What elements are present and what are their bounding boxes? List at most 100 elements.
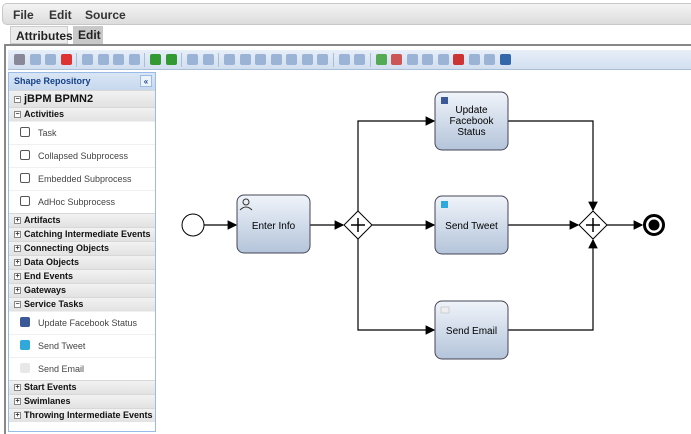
- group-label: jBPM BPMN2: [24, 93, 94, 105]
- group-jbpm[interactable]: −jBPM BPMN2: [9, 90, 155, 107]
- group-artifacts[interactable]: +Artifacts: [9, 213, 155, 227]
- group-label: Start Events: [24, 382, 77, 392]
- group-catching-intermediate-events[interactable]: +Catching Intermediate Events: [9, 227, 155, 241]
- twitter-icon: [441, 201, 448, 208]
- popout-icon[interactable]: [437, 54, 449, 65]
- toolbar: [8, 50, 691, 70]
- align-top-icon[interactable]: [255, 54, 266, 65]
- bring-forward-icon[interactable]: [97, 54, 109, 65]
- shape-service-task[interactable]: Send Email: [9, 357, 155, 380]
- facebook-icon: [441, 97, 448, 104]
- redo-icon[interactable]: [165, 54, 177, 65]
- align-middle-icon[interactable]: [239, 54, 251, 65]
- shape-label: AdHoc Subprocess: [38, 197, 116, 207]
- group-start-events[interactable]: +Start Events: [9, 380, 155, 394]
- tab-edit[interactable]: Edit: [73, 26, 103, 44]
- align-same-size-icon[interactable]: [317, 54, 328, 65]
- group-label: Activities: [24, 109, 65, 119]
- toolbar-separator: [181, 53, 182, 67]
- zoom-standard-icon[interactable]: [406, 54, 418, 65]
- shape-task[interactable]: Task: [9, 121, 155, 144]
- group-throwing-intermediate-events[interactable]: +Throwing Intermediate Events: [9, 408, 155, 422]
- task-label: Enter Info: [252, 221, 296, 232]
- zoom-fit-icon[interactable]: [422, 54, 433, 65]
- toolbar-separator: [369, 53, 371, 67]
- shape-label: Collapsed Subprocess: [38, 151, 129, 161]
- remove-docker-icon[interactable]: [202, 54, 214, 65]
- task-send-tweet[interactable]: Send Tweet: [434, 195, 509, 255]
- group-service-tasks[interactable]: −Service Tasks: [9, 297, 155, 311]
- align-bottom-icon[interactable]: [224, 54, 235, 65]
- menu-bar: File Edit Source: [2, 3, 691, 25]
- envelope-icon: [440, 306, 450, 314]
- task-icon: [20, 127, 30, 137]
- task-enter-info[interactable]: Enter Info: [236, 194, 311, 254]
- group-gateways[interactable]: +Gateways: [9, 283, 155, 297]
- export-png-icon[interactable]: [468, 54, 480, 65]
- group-label: Service Tasks: [24, 299, 84, 309]
- task-send-email[interactable]: Send Email: [434, 300, 509, 360]
- export-pdf-icon[interactable]: [453, 54, 464, 65]
- zoom-in-icon[interactable]: [375, 54, 387, 65]
- shape-adhoc-subprocess[interactable]: AdHoc Subprocess: [9, 190, 155, 213]
- group-activities[interactable]: −Activities: [9, 107, 155, 121]
- shape-service-task[interactable]: Update Facebook Status: [9, 311, 155, 334]
- group-data-objects[interactable]: +Data Objects: [9, 255, 155, 269]
- group-connecting-objects[interactable]: +Connecting Objects: [9, 241, 155, 255]
- adhoc-subprocess-icon: [20, 196, 30, 206]
- collapsed-subprocess-icon: [20, 150, 30, 160]
- cut-icon[interactable]: [14, 54, 25, 65]
- gateway-join[interactable]: [578, 210, 608, 240]
- group-label: Artifacts: [24, 215, 61, 225]
- shape-label: Send Email: [38, 364, 85, 374]
- add-docker-icon[interactable]: [187, 54, 198, 65]
- sequence-flows: [204, 116, 644, 335]
- send-backward-icon[interactable]: [113, 54, 124, 65]
- group-icon[interactable]: [338, 54, 350, 65]
- gateway-split[interactable]: [343, 210, 373, 240]
- info-icon[interactable]: [499, 54, 511, 65]
- shape-label: Update Facebook Status: [38, 318, 138, 328]
- group-label: End Events: [24, 271, 74, 281]
- copy-icon[interactable]: [29, 54, 41, 65]
- undo-icon[interactable]: [150, 54, 161, 65]
- tab-attributes[interactable]: Attributes: [10, 26, 73, 44]
- menu-file[interactable]: File: [13, 8, 34, 22]
- toolbar-separator: [218, 53, 219, 67]
- group-label: Gateways: [24, 285, 67, 295]
- ungroup-icon[interactable]: [354, 54, 365, 65]
- align-center-icon[interactable]: [286, 54, 297, 65]
- menu-edit[interactable]: Edit: [49, 8, 72, 22]
- paste-icon[interactable]: [45, 54, 56, 65]
- twitter-icon: [20, 340, 30, 350]
- group-swimlanes[interactable]: +Swimlanes: [9, 394, 155, 408]
- start-event[interactable]: [181, 213, 205, 237]
- editor-frame: [4, 44, 691, 434]
- panel-title: Shape Repository: [14, 76, 91, 86]
- bring-front-icon[interactable]: [82, 54, 93, 65]
- toolbar-separator: [76, 53, 77, 67]
- align-right-icon[interactable]: [301, 54, 313, 65]
- shape-label: Task: [38, 128, 57, 138]
- embedded-subprocess-icon: [20, 173, 30, 183]
- share-icon[interactable]: [484, 54, 495, 65]
- menu-source[interactable]: Source: [85, 8, 126, 22]
- task-label: Status: [457, 127, 485, 138]
- shape-label: Embedded Subprocess: [38, 174, 132, 184]
- task-label: Send Tweet: [445, 221, 498, 232]
- delete-icon[interactable]: [60, 54, 72, 65]
- toolbar-separator: [144, 53, 145, 67]
- zoom-out-icon[interactable]: [391, 54, 402, 65]
- group-end-events[interactable]: +End Events: [9, 269, 155, 283]
- align-left-icon[interactable]: [270, 54, 282, 65]
- send-back-icon[interactable]: [128, 54, 140, 65]
- end-event[interactable]: [643, 214, 665, 236]
- shape-repository-panel: Shape Repository « −jBPM BPMN2 −Activitie…: [8, 72, 156, 432]
- task-label: Facebook: [450, 116, 495, 127]
- shape-collapsed-subprocess[interactable]: Collapsed Subprocess: [9, 144, 155, 167]
- shape-embedded-subprocess[interactable]: Embedded Subprocess: [9, 167, 155, 190]
- shape-service-task[interactable]: Send Tweet: [9, 334, 155, 357]
- double-chevron-left-icon[interactable]: «: [140, 75, 152, 87]
